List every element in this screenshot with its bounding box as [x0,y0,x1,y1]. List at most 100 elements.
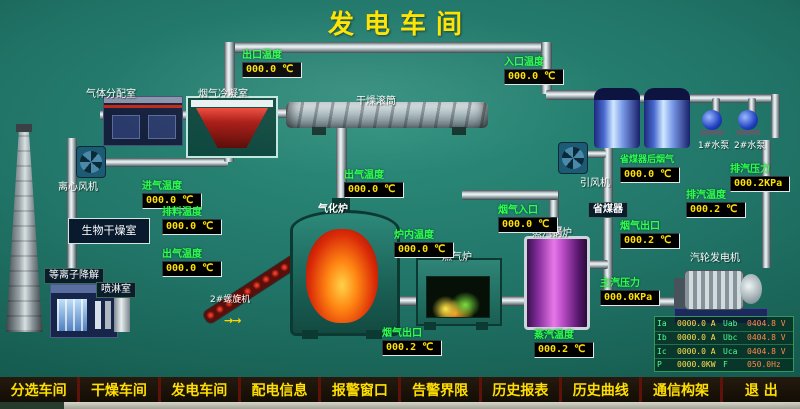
pipe [582,260,608,269]
readout-outgas-temp-left: 出气温度 000.0 ℃ [162,249,222,277]
pump1-label: 1#水泵 [698,141,730,151]
readout-value: 000.2KPa [730,176,790,192]
panel-cell: 0404.8 V [747,319,786,329]
furnace-leg [476,322,488,330]
pipe [462,190,558,200]
readout-value: 000.0 ℃ [142,193,202,209]
panel-cell: Ib [657,333,667,343]
panel-cell: 0000.0KW [677,360,716,370]
chimney [6,130,43,332]
readout-label: 进气温度 [142,181,182,192]
menu-button-power-workshop[interactable]: 发电车间 [157,377,238,402]
steam-boiler-label: 蒸汽锅炉 [532,228,572,239]
menu-button-history-curve[interactable]: 历史曲线 [559,377,640,402]
white-column [114,296,130,332]
gas-furnace-label: 燃气炉 [442,252,472,263]
readout-furnace-inner-temp: 炉内温度 000.0 ℃ [394,230,454,258]
readout-main-steam-pressure: 主汽压力 000.0KPa [600,278,660,306]
readout-value: 000.2 ℃ [686,202,746,218]
readout-label: 主汽压力 [600,278,640,289]
pipe [549,190,559,240]
gas-distribution-cabinet [103,96,183,146]
drum-support [312,127,326,135]
readout-economizer-fluegas: 省煤器后烟气 000.0 ℃ [620,155,680,183]
generator-end-disc [740,274,762,304]
pipe [546,90,626,100]
readout-label: 排汽温度 [686,190,726,201]
panel-cell: 050.0Hz [747,360,781,370]
panel-cell: Ia [657,319,667,329]
panel-cell: 0000.0 A [677,333,716,343]
readout-value: 000.2 ℃ [620,233,680,249]
menu-button-sorting-workshop[interactable]: 分选车间 [0,377,78,402]
induced-draft-fan-label: 引风机 [580,178,610,189]
pipe [586,150,606,158]
pipe [762,140,771,268]
readout-value: 000.0 ℃ [162,219,222,235]
panel-cell: Ubc [723,333,738,343]
pipe [390,296,422,306]
condenser-top-band [191,100,273,107]
centrifugal-fan-label: 离心风机 [58,182,98,193]
building-screen [57,299,87,331]
pump1-icon [702,110,722,130]
building-pipe [95,301,101,329]
pipe [712,98,720,114]
readout-value: 000.0 ℃ [344,182,404,198]
panel-cell: Ic [657,346,667,356]
menu-button-power-distribution-info[interactable]: 配电信息 [237,377,319,402]
taskbar-start-block[interactable] [0,402,64,409]
water-tank-2 [644,88,690,148]
menu-button-alarm-limits[interactable]: 告警界限 [398,377,479,402]
turbine-generator-label: 汽轮发电机 [690,253,740,264]
cabinet-top-band [104,97,182,103]
pump1-base [700,130,724,135]
steam-boiler [524,236,590,330]
readout-discharge-temp: 排料温度 000.0 ℃ [162,207,222,235]
gasifier-label: 气化炉 [318,204,348,215]
pump2-icon [738,110,758,130]
panel-row: Ia 0000.0 A Uab 0404.8 V [655,317,793,331]
flow-arrows-icon: →→ [224,314,241,327]
fan-blades-icon [80,151,102,173]
drying-drum [286,102,488,128]
pipe [268,108,292,118]
drum-support [452,127,466,135]
plasma-degradation-label: 等离子降解 [44,268,104,284]
pipe [541,42,552,94]
gasifier-flame-icon [306,229,378,323]
readout-label: 排料温度 [162,207,202,218]
menu-button-history-report[interactable]: 历史报表 [478,377,560,402]
gasifier-vessel [290,210,400,336]
tank-cap [594,88,640,100]
taskbar [0,402,800,409]
menu-button-alarm-window[interactable]: 报警窗口 [318,377,399,402]
pump2-base [736,130,760,135]
readout-value: 000.0 ℃ [620,167,680,183]
readout-value: 000.0 ℃ [242,62,302,78]
readout-label: 烟气出口 [620,221,660,232]
panel-cell: P [657,360,662,370]
furnace-flame-display [426,276,490,318]
condenser-vessel [186,96,278,158]
condenser-funnel [196,108,268,148]
bio-drying-room: 生物干燥室 [68,218,150,244]
menu-button-communication[interactable]: 通信构架 [639,377,720,402]
gasifier-leg [302,330,318,339]
readout-outgas-temp-gasifier: 出气温度 000.0 ℃ [344,170,404,198]
menu-button-drying-workshop[interactable]: 干燥车间 [77,377,158,402]
menu-button-exit[interactable]: 退 出 [719,377,800,402]
building-pipe [105,301,111,329]
furnace-leg [424,322,436,330]
fan-blades-icon [562,147,584,169]
pipe [603,148,613,302]
chimney-cap [16,124,32,132]
readout-label: 排汽压力 [730,164,770,175]
readout-outlet-temp: 出口温度 000.0 ℃ [242,50,302,78]
gasifier-leg [366,330,382,339]
pipe [748,98,756,114]
readout-label: 烟气入口 [498,205,538,216]
turbine-body [684,270,744,310]
readout-value: 000.0 ℃ [162,261,222,277]
